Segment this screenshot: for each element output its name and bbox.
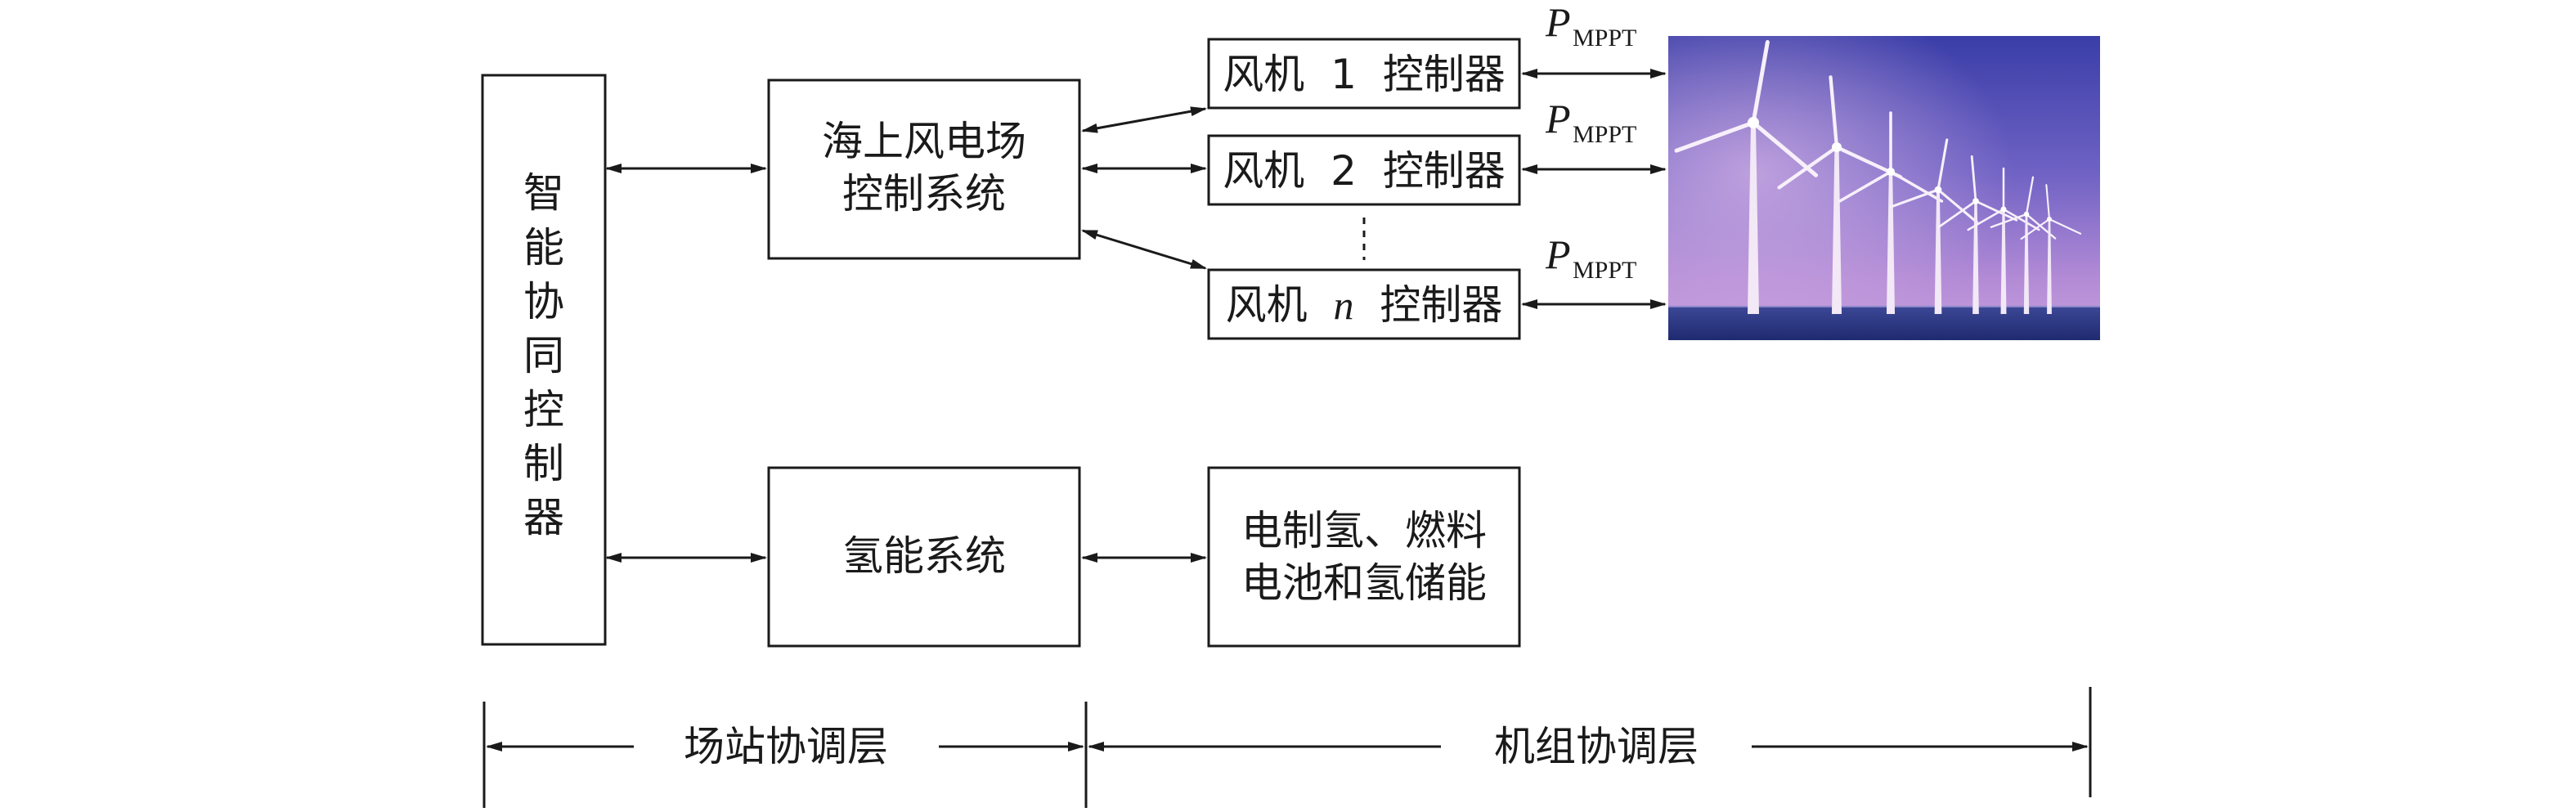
hydrogen-storage-line2: 电池和氢储能 [1241,559,1487,607]
controller-char: 智 [523,169,564,217]
svg-text:MPPT: MPPT [1573,257,1636,284]
wind-farm-image [1668,36,2100,340]
turbine-2-prefix: 风机 [1223,147,1304,195]
svg-text:MPPT: MPPT [1573,121,1636,148]
hydrogen-system-label: 氢能系统 [842,532,1006,580]
turbine-controller-2: 风机 2 控制器 [1207,134,1521,206]
wind-turbine [1937,155,2018,314]
controller-char: 器 [523,494,564,541]
connectors [605,69,1667,563]
controller-char: 制 [523,440,564,487]
controller-char: 控 [523,386,564,433]
turbine-1-index: 1 [1331,51,1357,98]
wind-turbine [1777,75,1903,314]
turbine-2-index: 2 [1331,147,1357,195]
turbine-controller-n: 风机 n 控制器 [1207,268,1521,340]
turbine-n-suffix: 控制器 [1380,281,1502,329]
controller-char: 能 [523,224,564,271]
pmppt-label-1: P MPPT [1545,0,1636,52]
intelligent-controller-block: 智 能 协 同 控 制 器 [481,74,607,646]
svg-text:MPPT: MPPT [1573,25,1636,52]
unit-layer-label: 机组协调层 [1494,723,1699,770]
farm-control-system-block: 海上风电场 控制系统 [767,79,1081,260]
wind-turbines [1674,40,2082,314]
svg-text:风机 2 控制器: 风机 2 控制器 [1223,147,1506,195]
turbine-1-suffix: 控制器 [1383,51,1506,98]
hydrogen-system-block: 氢能系统 [767,466,1081,648]
hydrogen-storage-line1: 电制氢、燃料 [1241,507,1487,554]
station-layer-label: 场站协调层 [684,723,888,770]
controller-char: 同 [523,332,564,379]
turbine-controller-1: 风机 1 控制器 [1207,38,1521,110]
turbine-n-index: n [1334,282,1354,328]
farm-control-line2: 控制系统 [842,170,1006,218]
wind-turbine [1889,138,1979,314]
farm-control-line1: 海上风电场 [822,118,1026,165]
svg-text:P: P [1545,96,1571,141]
svg-text:风机 n 控制器: 风机 n 控制器 [1226,281,1503,329]
pmppt-label-n: P MPPT [1545,231,1636,284]
layer-scale: 场站协调层 机组协调层 [482,687,2092,808]
wind-turbine [1990,176,2057,314]
svg-text:P: P [1545,0,1571,45]
pmppt-label-2: P MPPT [1545,96,1636,148]
arrow-farm-turbine-1 [1081,106,1207,133]
wind-turbine [1967,167,2040,314]
hydrogen-storage-block: 电制氢、燃料 电池和氢储能 [1207,466,1521,648]
controller-char: 协 [523,278,564,325]
wind-turbine [2020,184,2082,314]
turbine-1-prefix: 风机 [1223,51,1304,98]
svg-text:风机 1 控制器: 风机 1 控制器 [1223,51,1506,98]
turbine-n-prefix: 风机 [1226,281,1308,329]
svg-text:P: P [1545,231,1571,277]
arrow-farm-turbine-n [1081,229,1207,270]
wind-turbine [1674,40,1819,314]
turbine-2-suffix: 控制器 [1383,147,1506,195]
